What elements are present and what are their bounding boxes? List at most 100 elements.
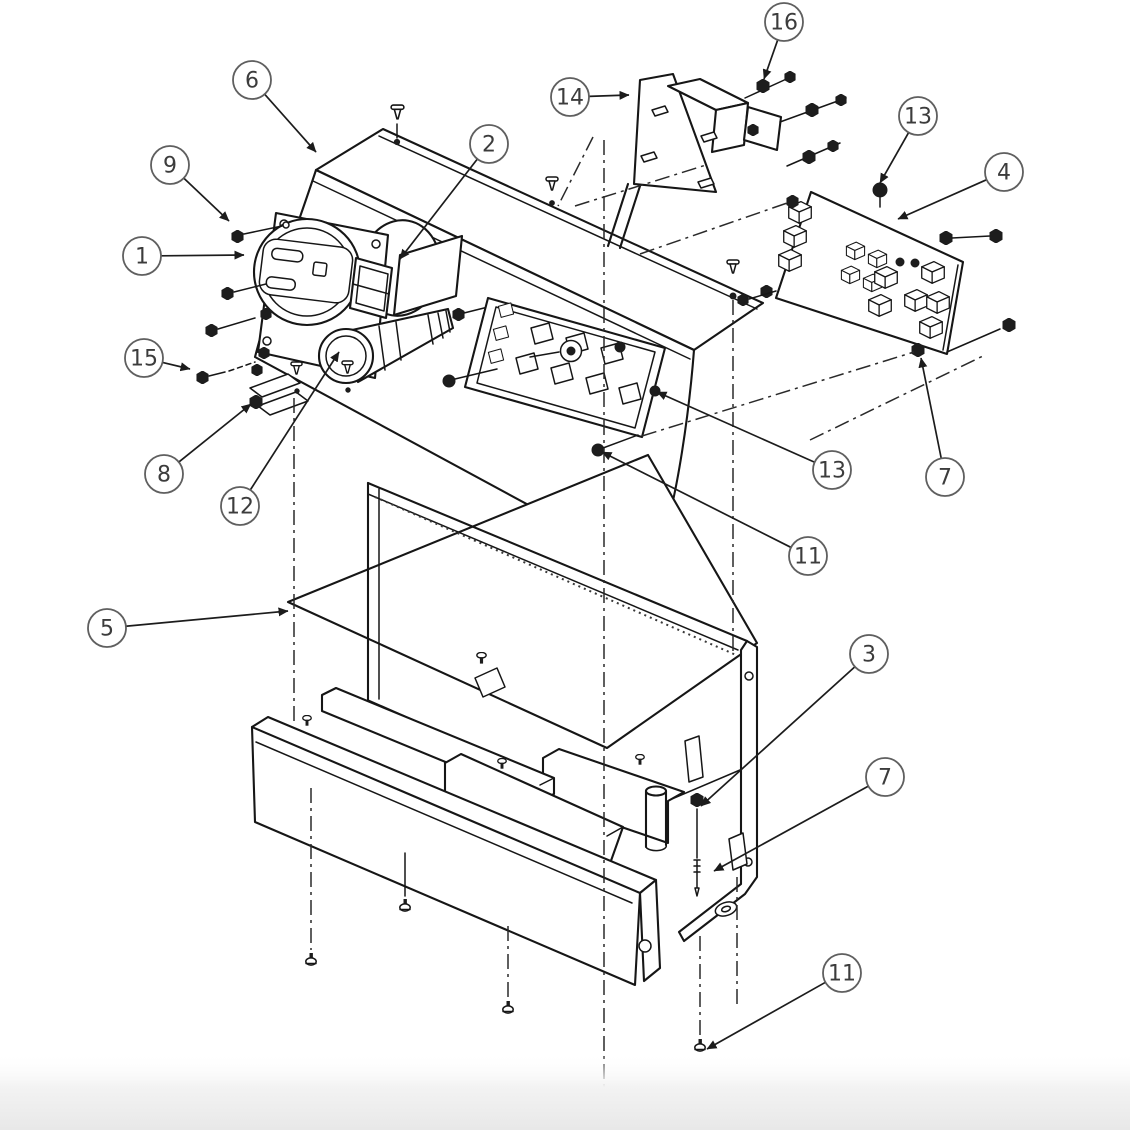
balloon-label: 12 bbox=[226, 495, 254, 520]
circuit-board bbox=[737, 182, 1016, 357]
balloon-7 bbox=[925, 457, 965, 497]
leader-line-14 bbox=[588, 90, 630, 100]
callout-8: 8 bbox=[144, 403, 252, 494]
plate-screws bbox=[196, 221, 354, 409]
inlet-pin bbox=[265, 276, 297, 291]
inlet-pin bbox=[312, 261, 328, 277]
balloon-4 bbox=[984, 152, 1024, 192]
balloon-label: 13 bbox=[818, 459, 846, 484]
balloon-label: 8 bbox=[157, 463, 171, 488]
leader-line-13 bbox=[879, 132, 910, 184]
callout-7: 7 bbox=[713, 757, 905, 872]
mounting-bracket bbox=[606, 71, 847, 250]
balloon-7 bbox=[865, 757, 905, 797]
footer-fade bbox=[0, 1052, 1130, 1130]
callout-2: 2 bbox=[399, 124, 509, 260]
callout-7: 7 bbox=[918, 357, 965, 497]
callout-9: 9 bbox=[150, 145, 230, 222]
balloon-8 bbox=[144, 454, 184, 494]
balloon-label: 11 bbox=[794, 545, 822, 570]
balloon-3 bbox=[849, 634, 889, 674]
balloon-1 bbox=[122, 236, 162, 276]
leader-line-7 bbox=[918, 357, 943, 459]
callout-14: 14 bbox=[550, 77, 630, 117]
callout-15: 15 bbox=[124, 338, 191, 378]
balloon-9 bbox=[150, 145, 190, 185]
keypad-screw bbox=[614, 341, 626, 353]
center-lines bbox=[293, 136, 986, 1092]
balloon-label: 14 bbox=[556, 86, 584, 111]
leader-line-2 bbox=[399, 158, 479, 260]
leader-line-5 bbox=[125, 607, 289, 628]
callout-13: 13 bbox=[879, 96, 938, 184]
bracket-screw-row bbox=[744, 71, 796, 99]
keypad-screw bbox=[649, 385, 661, 397]
leader-line-15 bbox=[162, 361, 191, 372]
balloon-label: 1 bbox=[135, 245, 149, 270]
balloon-label: 7 bbox=[878, 766, 892, 791]
balloon-14 bbox=[550, 77, 590, 117]
callout-11: 11 bbox=[601, 451, 828, 576]
cover-screw bbox=[726, 259, 740, 300]
balloon-label: 13 bbox=[904, 105, 932, 130]
bracket-screw-row bbox=[786, 140, 841, 167]
leader-line-16 bbox=[762, 39, 779, 80]
board-slot bbox=[728, 832, 748, 871]
leader-line-9 bbox=[183, 177, 230, 222]
balloon-label: 7 bbox=[938, 466, 952, 491]
floor-bracket bbox=[474, 667, 506, 698]
balloon-label: 11 bbox=[828, 962, 856, 987]
power-entry-module bbox=[196, 211, 498, 409]
balloon-16 bbox=[764, 2, 804, 42]
callout-5: 5 bbox=[87, 607, 289, 648]
leader-line-11 bbox=[706, 981, 826, 1050]
cover-tab bbox=[249, 373, 301, 398]
leader-line-8 bbox=[178, 403, 252, 463]
balloon-label: 9 bbox=[163, 154, 177, 179]
keypad-screw bbox=[591, 443, 605, 457]
cover-screw bbox=[390, 104, 405, 146]
callout-12: 12 bbox=[220, 351, 340, 526]
balloon-11 bbox=[788, 536, 828, 576]
callout-11: 11 bbox=[706, 953, 862, 1050]
balloon-15 bbox=[124, 338, 164, 378]
callout-3: 3 bbox=[700, 634, 889, 807]
leader-line-11 bbox=[601, 451, 792, 549]
balloon-11 bbox=[822, 953, 862, 993]
balloon-label: 5 bbox=[100, 617, 114, 642]
keypad-screw bbox=[442, 374, 456, 388]
bracket-pin bbox=[640, 151, 658, 163]
rocker-switch bbox=[348, 256, 394, 320]
leader-line-1 bbox=[160, 250, 245, 260]
balloon-label: 16 bbox=[770, 11, 798, 36]
front-bezel bbox=[250, 715, 662, 987]
pcb-screws bbox=[737, 182, 1016, 357]
callout-1: 1 bbox=[122, 236, 245, 276]
balloon-label: 15 bbox=[130, 347, 158, 372]
balloon-label: 4 bbox=[997, 161, 1011, 186]
balloon-5 bbox=[87, 608, 127, 648]
balloon-label: 3 bbox=[862, 643, 876, 668]
board-slot bbox=[684, 735, 704, 783]
chassis bbox=[302, 481, 759, 943]
callout-4: 4 bbox=[897, 152, 1024, 220]
relay-block bbox=[392, 234, 464, 317]
inlet-pin bbox=[271, 247, 304, 263]
callout-16: 16 bbox=[762, 2, 804, 80]
leader-line-13 bbox=[656, 391, 815, 464]
leader-line-4 bbox=[897, 178, 987, 220]
leader-line-12 bbox=[249, 351, 340, 491]
cover-screw bbox=[545, 176, 559, 206]
bracket-pin bbox=[697, 177, 715, 189]
balloon-13 bbox=[898, 96, 938, 136]
standoff-post bbox=[644, 785, 668, 852]
callout-13: 13 bbox=[656, 391, 852, 490]
leader-line-7 bbox=[713, 785, 869, 872]
fuse-holder bbox=[317, 299, 498, 385]
chassis-right-wall bbox=[677, 639, 759, 943]
balloon-label: 2 bbox=[482, 133, 496, 158]
balloon-2 bbox=[469, 124, 509, 164]
